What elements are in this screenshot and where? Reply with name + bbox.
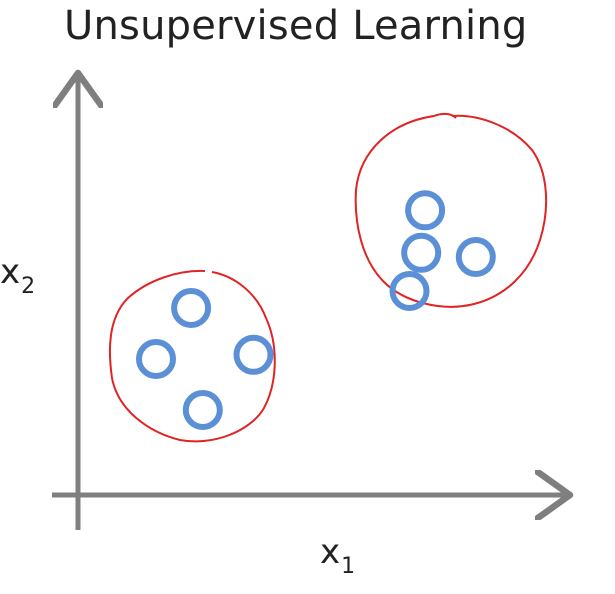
data-point — [171, 288, 212, 328]
data-point — [182, 390, 223, 430]
data-points — [136, 190, 496, 430]
x-axis-label: x1 — [320, 532, 356, 579]
y-axis-label-sub: 2 — [21, 274, 36, 299]
data-point — [455, 237, 496, 277]
y-axis-label-main: x — [0, 252, 21, 292]
x-axis-label-main: x — [320, 532, 341, 572]
cluster-outline — [108, 269, 276, 443]
y-axis-label: x2 — [0, 252, 36, 299]
data-point — [233, 334, 274, 375]
data-point — [401, 232, 442, 273]
x-axis-label-sub: 1 — [341, 554, 356, 579]
cluster-outline — [354, 112, 548, 308]
data-point — [405, 190, 446, 231]
data-point — [389, 271, 430, 311]
data-point — [136, 339, 176, 379]
diagram-title: Unsupervised Learning — [64, 3, 528, 49]
